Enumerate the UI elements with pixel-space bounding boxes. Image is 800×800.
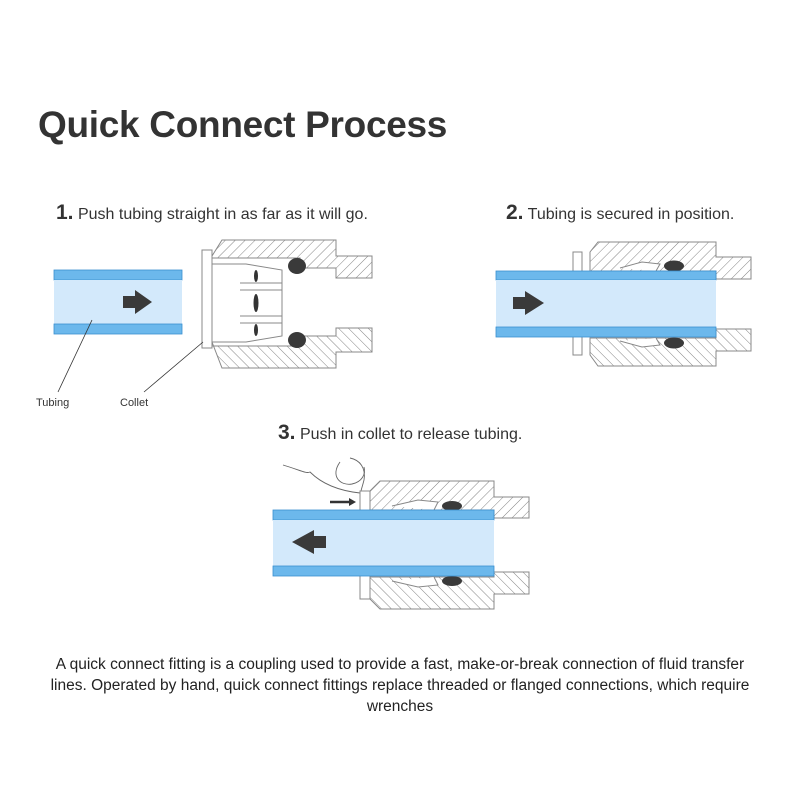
step-1-fitting [201, 239, 373, 369]
tubing-label: Tubing [36, 397, 70, 409]
tube-band [495, 326, 717, 338]
step-3-tubing [272, 509, 495, 577]
tube-inner [54, 280, 182, 324]
collet-tooth [254, 324, 258, 336]
description-text: A quick connect fitting is a coupling us… [50, 656, 750, 715]
push-arrow-icon [330, 498, 356, 506]
o-ring-bottom [442, 576, 462, 586]
step-2-tubing [495, 270, 717, 338]
collet-flange [201, 249, 213, 349]
o-ring-bottom [288, 332, 306, 348]
step-1-number: 1. [56, 201, 74, 224]
o-ring-top [442, 501, 462, 511]
step-2-number: 2. [506, 201, 524, 224]
tube-band [272, 565, 495, 577]
o-ring-bottom [664, 337, 684, 349]
collet-leader-line [143, 341, 204, 393]
tube-band [495, 270, 717, 281]
o-ring-top [664, 260, 684, 272]
step-3-text: Push in collet to release tubing. [299, 426, 523, 443]
step-1-tubing [53, 269, 183, 335]
tubing-leader-line [57, 319, 93, 393]
tube-band [272, 509, 495, 521]
collet-tooth [254, 270, 258, 282]
finger-sketch [282, 457, 365, 497]
step-2-text: Tubing is secured in position. [527, 206, 735, 223]
collet-label: Collet [120, 397, 149, 409]
arrow-right-icon [513, 291, 544, 315]
tube-band-top [53, 269, 183, 281]
tube-band-bottom [53, 323, 183, 335]
collet-sleeve [212, 263, 283, 343]
step-1-text: Push tubing straight in as far as it wil… [77, 206, 368, 223]
page-title: Quick Connect Process [38, 104, 448, 145]
arrow-right-icon [123, 290, 152, 314]
step-2-caption: 2. Tubing is secured in position. [506, 201, 734, 225]
collet-tooth [253, 294, 259, 312]
fitting-body-bottom [211, 327, 373, 369]
fitting-body-top [211, 239, 373, 279]
step-3-caption: 3. Push in collet to release tubing. [278, 421, 522, 445]
o-ring-top [288, 258, 306, 274]
step-1-caption: 1. Push tubing straight in as far as it … [56, 201, 368, 225]
step-3-number: 3. [278, 421, 296, 444]
arrow-left-icon [292, 530, 326, 554]
